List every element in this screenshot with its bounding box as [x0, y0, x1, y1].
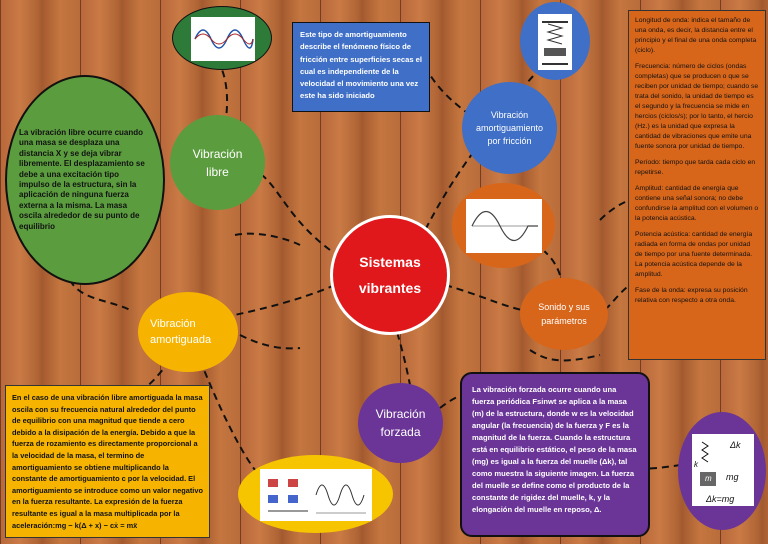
- damped-system-image: [238, 455, 393, 533]
- oscillation-graph-icon: [191, 17, 255, 61]
- topic-vibracion-forzada-line2: forzada: [380, 425, 421, 439]
- spring-mass-image: Δk k m mg Δk=mg: [678, 412, 766, 530]
- link-bottom-left: [69, 279, 131, 311]
- note-friccion: Este tipo de amortiguamiento describe el…: [292, 22, 430, 112]
- link-forzada-text: [439, 391, 471, 409]
- sonido-fase: Fase de la onda: expresa su posición rel…: [635, 287, 748, 304]
- sonido-potencia: Potencia acústica: cantidad de energía r…: [635, 231, 753, 278]
- link-center-forzada: [389, 309, 411, 386]
- note-vibracion-libre-text: La vibración libre ocurre cuando una mas…: [19, 127, 145, 231]
- note-vibracion-libre: La vibración libre ocurre cuando una mas…: [5, 75, 165, 285]
- label-m: m: [705, 474, 712, 483]
- sonido-amplitud: Amplitud: cantidad de energía que contie…: [635, 185, 759, 222]
- spring-mass-diagram-icon: [692, 434, 754, 506]
- note-vibracion-amortiguada-text: En el caso de una vibración libre amorti…: [12, 393, 203, 530]
- note-friccion-text: Este tipo de amortiguamiento describe el…: [300, 30, 422, 101]
- topic-friccion-line3: por fricción: [487, 135, 532, 146]
- topic-sonido-line1: Sonido y sus: [538, 302, 590, 312]
- topic-vibracion-amortiguada[interactable]: Vibración amortiguada: [138, 292, 238, 372]
- note-vibracion-amortiguada: En el caso de una vibración libre amorti…: [5, 385, 210, 538]
- link-sonido-text: [604, 284, 631, 311]
- topic-vibracion-libre-line2: libre: [206, 164, 229, 179]
- note-sonido-parametros: Longitud de onda: indica el tamaño de un…: [628, 10, 766, 360]
- link-center-amortiguada: [219, 284, 336, 319]
- sine-wave-icon: [466, 199, 542, 253]
- link-bottom-right: [529, 349, 601, 362]
- note-vibracion-forzada: La vibración forzada ocurre cuando una f…: [460, 372, 650, 537]
- friction-device-image: [520, 2, 590, 80]
- label-k: k: [694, 460, 698, 469]
- topic-vibracion-libre[interactable]: Vibración libre: [170, 115, 265, 210]
- topic-amortiguamiento-friccion[interactable]: Vibración amortiguamiento por fricción: [462, 82, 557, 174]
- note-vibracion-forzada-text: La vibración forzada ocurre cuando una f…: [472, 385, 637, 514]
- topic-vibracion-libre-line1: Vibración: [192, 146, 243, 161]
- topic-friccion-line2: amortiguamiento: [475, 122, 544, 133]
- topic-vibracion-amortiguada-line2: amortiguada: [150, 334, 212, 346]
- central-topic[interactable]: Sistemas vibrantes: [330, 215, 450, 335]
- sonido-periodo: Período: tiempo que tarda cada ciclo en …: [635, 159, 756, 176]
- sonido-longitud-onda: Longitud de onda: indica el tamaño de un…: [635, 17, 757, 54]
- label-delta-k: Δk: [730, 440, 741, 450]
- topic-vibracion-forzada-line1: Vibración: [375, 407, 426, 421]
- topic-sonido-parametros[interactable]: Sonido y sus parámetros: [520, 278, 608, 350]
- spring-device-icon: [538, 14, 572, 70]
- label-mg: mg: [726, 472, 739, 482]
- link-amortiguada-thumb: [199, 359, 256, 471]
- damped-system-diagram-icon: [260, 469, 372, 521]
- link-wave-top: [234, 232, 301, 246]
- oscillation-image: [172, 6, 272, 70]
- central-topic-line1: Sistemas: [359, 254, 421, 270]
- label-dk-eq-mg: Δk=mg: [706, 494, 735, 504]
- topic-sonido-line2: parámetros: [541, 316, 587, 326]
- link-center-libre: [261, 174, 331, 251]
- topic-friccion-line1: Vibración: [490, 109, 529, 120]
- sonido-frecuencia: Frecuencia: número de ciclos (ondas comp…: [635, 63, 759, 150]
- wave-image: [452, 183, 555, 268]
- central-topic-line2: vibrantes: [358, 280, 422, 296]
- link-mid-left: [239, 334, 301, 350]
- link-friccion-text: [429, 74, 471, 116]
- link-libre-thumb: [219, 64, 229, 126]
- topic-vibracion-forzada[interactable]: Vibración forzada: [358, 383, 443, 463]
- topic-vibracion-amortiguada-line1: Vibración: [150, 318, 196, 330]
- link-center-sonido: [444, 284, 523, 311]
